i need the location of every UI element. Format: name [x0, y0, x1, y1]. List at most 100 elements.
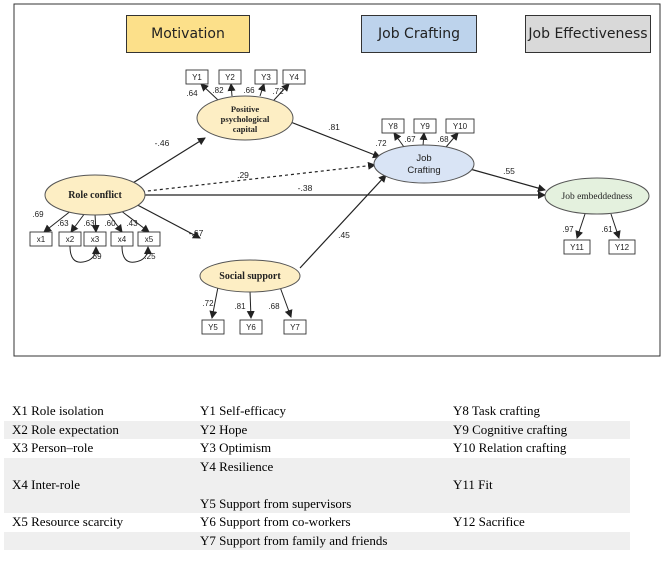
indicator-y8: Y8 [388, 122, 398, 131]
indicator-y4: Y4 [289, 73, 299, 82]
legend-row: X2 Role expectation Y2 Hope Y9 Cognitive… [4, 420, 630, 439]
job-crafting-node [373, 144, 475, 184]
arrow-rc-x1 [43, 209, 73, 233]
legend-cell: Y3 Optimism [200, 440, 272, 456]
arrow-ppc-y2 [227, 83, 236, 97]
indicator-y9: Y9 [420, 122, 430, 131]
indicator-y12: Y12 [615, 243, 630, 252]
indicator-box-x1 [29, 231, 53, 247]
coef-ppc-jc: .81 [328, 122, 340, 132]
arrow-jc-y10 [445, 132, 459, 148]
role-conflict-node [44, 174, 146, 216]
covariance-label-x4-x5: .25 [144, 252, 156, 261]
arrow-ppc-y1 [200, 83, 219, 101]
legend-cell: X2 Role expectation [4, 420, 192, 439]
indicator-box-y9 [413, 118, 437, 134]
indicator-box-y8 [381, 118, 405, 134]
indicator-x1: x1 [37, 235, 46, 244]
loading-y1: .64 [186, 89, 198, 98]
indicator-x3: x3 [91, 235, 100, 244]
legend-row: X3 Person–role Y3 Optimism Y10 Relation … [4, 439, 630, 458]
job-crafting-label-line1: Job [416, 153, 431, 164]
legend-cell: Y6 Support from co-workers [200, 514, 351, 530]
legend-cell: Y1 Self-efficacy [200, 403, 287, 419]
arrow-rc-x4 [107, 212, 123, 233]
legend-cell [445, 531, 630, 550]
job-embeddedness-node [544, 177, 650, 215]
coef-jc-je: .55 [503, 166, 515, 176]
indicator-y7: Y7 [290, 323, 300, 332]
indicator-x2: x2 [66, 235, 75, 244]
arrow-ss-y7 [279, 286, 293, 318]
arrow-rc-x3 [91, 213, 100, 233]
legend-cell: Y12 Sacrifice [453, 514, 525, 530]
path-ppc-jc [287, 120, 381, 159]
job-crafting-label-line2: Crafting [407, 165, 440, 176]
legend-row: Y4 Resilience [4, 457, 630, 476]
legend-cell: Y11 Fit [445, 476, 630, 495]
legend-row: X5 Resource scarcity Y6 Support from co-… [4, 513, 630, 532]
arrow-rc-x2 [70, 212, 86, 233]
legend-cell [4, 531, 192, 550]
arrow-jc-y9 [419, 132, 428, 147]
coef-ss-jc: .45 [338, 230, 350, 240]
indicator-y6: Y6 [246, 323, 256, 332]
loading-x2: .63 [57, 219, 69, 228]
indicator-y11: Y11 [570, 243, 584, 252]
loading-y2: .82 [212, 86, 224, 95]
legend-cell: Y2 Hope [192, 420, 445, 439]
coef-rc-je: -.38 [298, 183, 313, 193]
covariance-label-x2-x3: .39 [90, 252, 102, 261]
indicator-y5: Y5 [208, 323, 218, 332]
legend-cell [445, 494, 630, 513]
loading-y4: .72 [272, 87, 284, 96]
indicator-box-y2 [218, 69, 242, 85]
social-support-label: Social support [219, 271, 281, 282]
indicator-box-y4 [282, 69, 306, 85]
legend-cell: Y7 Support from family and friends [192, 531, 445, 550]
social-support-node [199, 259, 301, 293]
arrow-ss-y5 [209, 286, 219, 319]
indicator-x4: x4 [118, 235, 127, 244]
ppc-node [196, 95, 294, 141]
indicator-box-y7 [283, 319, 307, 335]
indicator-y3: Y3 [261, 73, 271, 82]
loading-x1: .69 [32, 210, 44, 219]
legend-row: Y7 Support from family and friends [4, 531, 630, 550]
legend-cell: Y9 Cognitive crafting [445, 420, 630, 439]
path-jc-je [469, 168, 546, 192]
indicator-box-x5 [137, 231, 161, 247]
indicator-box-y1 [185, 69, 209, 85]
legend-row: X1 Role isolation Y1 Self-efficacy Y8 Ta… [4, 402, 630, 421]
arrow-je-y11 [575, 213, 586, 239]
indicator-box-y11 [563, 239, 591, 255]
legend-cell: X5 Resource scarcity [12, 514, 124, 530]
coef-rc-jc: .29 [237, 170, 249, 180]
legend-cell: Y10 Relation crafting [453, 440, 567, 456]
indicator-box-x2 [58, 231, 82, 247]
loading-y8: .72 [375, 139, 387, 148]
indicator-y10: Y10 [453, 122, 468, 131]
indicator-box-y6 [239, 319, 263, 335]
legend-cell [445, 457, 630, 476]
legend-cell [4, 457, 192, 476]
role-conflict-label: Role conflict [68, 190, 122, 201]
legend-cell: X3 Person–role [12, 440, 94, 456]
loading-y6: .81 [234, 302, 246, 311]
loading-y9: .67 [404, 135, 416, 144]
indicator-box-y10 [445, 118, 475, 134]
indicator-box-y12 [608, 239, 636, 255]
indicator-y2: Y2 [225, 73, 235, 82]
legend-row: Y5 Support from supervisors [4, 494, 630, 513]
loading-x3: .63 [83, 219, 95, 228]
ppc-label-line3: capital [233, 124, 258, 134]
path-rc-ppc [127, 137, 206, 187]
loading-y5: .72 [202, 299, 214, 308]
indicator-box-y5 [201, 319, 225, 335]
sem-diagram: Positive psychological capital Role conf… [13, 3, 661, 357]
indicator-box-x3 [83, 231, 107, 247]
covariance-x4-x5 [121, 245, 152, 263]
ppc-label-line1: Positive [231, 104, 260, 114]
arrow-ppc-y4 [273, 83, 290, 101]
header-motivation: Motivation [126, 15, 250, 53]
